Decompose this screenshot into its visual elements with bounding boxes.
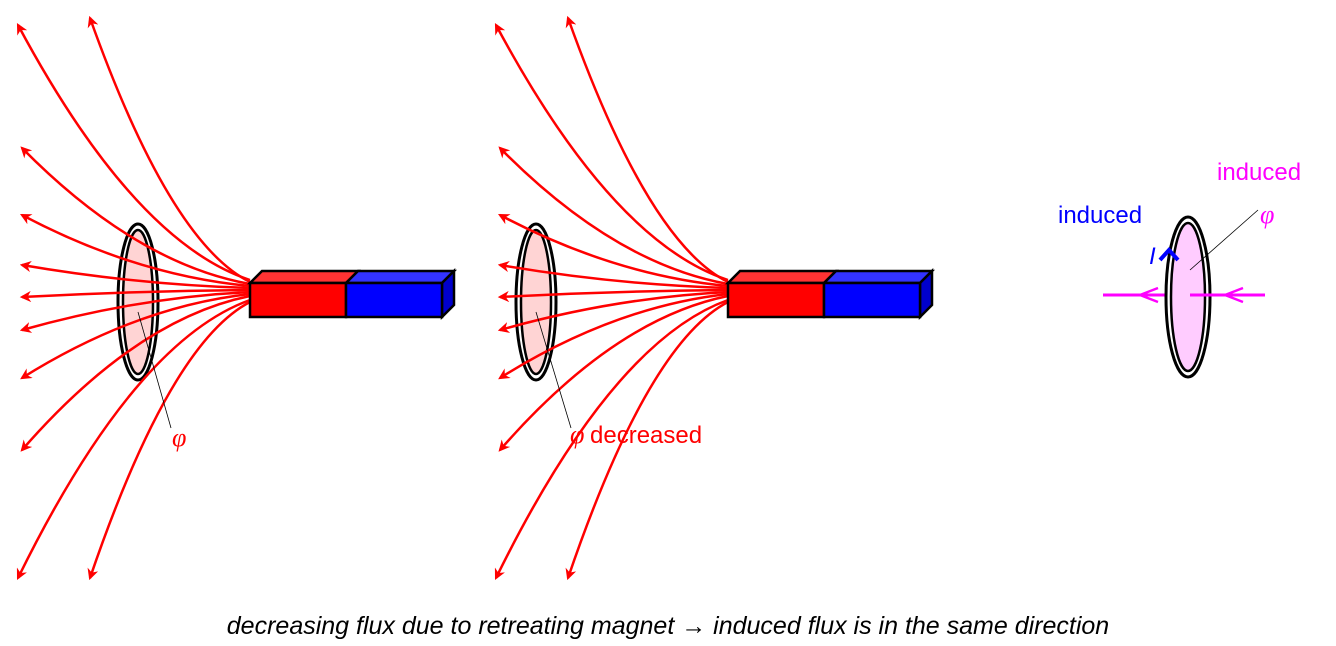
coil-loop-inner [1169,221,1207,373]
flux-decreased-note: decreased [590,422,702,449]
field-line [20,292,251,380]
field-line [20,146,251,286]
field-line [20,213,251,288]
field-line [498,146,729,286]
field-line [19,290,251,333]
flux-label: φ [172,423,186,452]
field-line [497,260,729,290]
magnet-south-pole [822,281,922,319]
field-line [494,298,729,581]
flux-label: φ [570,420,584,449]
magnet-south-top [820,269,936,285]
leader-line [1189,209,1259,271]
leader-line [137,311,172,429]
caption: decreasing flux due to retreating magnet… [226,612,1110,640]
arrow-left-icon [1224,286,1244,304]
field-line [20,294,251,452]
field-line [16,23,251,282]
field-line [87,300,251,581]
panel-1-strong-flux [16,15,458,581]
panel-2-decreased-flux [494,15,936,581]
leader-line [535,311,572,429]
magnet-south-pole [344,281,444,319]
field-line [565,300,729,581]
field-line [498,292,729,380]
field-line [87,15,251,284]
field-line [565,15,729,284]
field-line [19,260,251,290]
field-line [498,294,729,452]
magnet-north-top [246,269,362,285]
field-line [494,23,729,282]
arrow-left-icon [1139,286,1159,304]
field-line [498,213,729,288]
field-line [497,288,729,303]
flux-symbol: φ [1260,200,1274,229]
current-direction-arrow-icon [1158,247,1180,262]
magnet-north-top [724,269,840,285]
current-symbol: I [1149,243,1156,270]
field-line [19,288,251,303]
field-line [16,298,251,581]
induced-flux-label: induced [1217,159,1301,186]
induced-current-label: induced [1058,202,1142,229]
panel-3-induced: induced φ induced I [1058,159,1301,379]
magnet-north-pole [726,281,826,319]
magnet-north-pole [248,281,348,319]
magnet-south-top [342,269,458,285]
field-line [497,290,729,333]
